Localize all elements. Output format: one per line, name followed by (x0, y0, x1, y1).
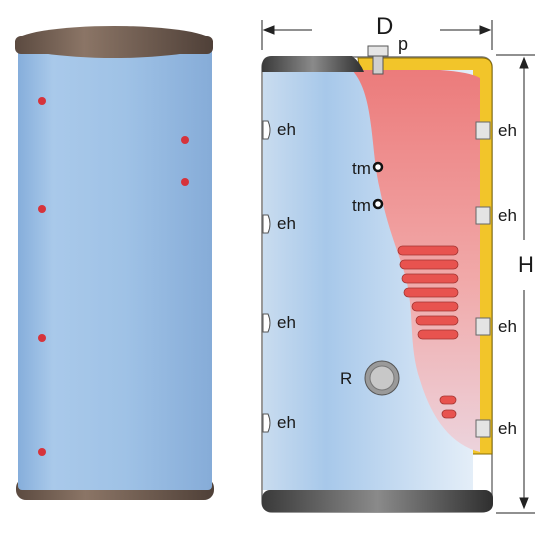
coil-turn (439, 395, 457, 405)
coil-turn (417, 329, 459, 340)
port-dot (181, 136, 189, 144)
section-top-cap (262, 56, 364, 72)
port-dot (38, 205, 46, 213)
port-dot (38, 448, 46, 456)
tank-body (18, 42, 212, 490)
coil-turn (411, 301, 459, 312)
eh-port-left (262, 413, 271, 433)
top-connector (367, 45, 389, 57)
eh-port-right (475, 206, 491, 225)
r-label: R (340, 369, 352, 388)
heating-coil (397, 245, 459, 419)
tm-sensor (372, 198, 384, 210)
tank-photo (15, 26, 214, 500)
top-connector-pipe (372, 55, 384, 75)
eh-port-left (262, 214, 271, 234)
eh-port-right (475, 317, 491, 336)
eh-label-left: eh (277, 120, 296, 139)
tm-label: tm (352, 159, 371, 178)
eh-label-right: eh (498, 206, 517, 225)
tank-port-dots (38, 97, 189, 456)
eh-port-right (475, 121, 491, 140)
coil-turn (441, 409, 457, 419)
r-port-inner (369, 365, 395, 391)
eh-port-right (475, 419, 491, 438)
height-label: H (518, 252, 534, 277)
eh-label-left: eh (277, 413, 296, 432)
port-dot (181, 178, 189, 186)
eh-port-left (262, 313, 271, 333)
eh-port-left (262, 120, 271, 140)
tank-top-rim (15, 36, 213, 54)
tm-sensor (372, 161, 384, 173)
height-dimension (496, 54, 535, 514)
arrow-right (479, 25, 492, 35)
coil-turn (415, 315, 459, 326)
diameter-label: D (376, 13, 393, 40)
eh-label-right: eh (498, 121, 517, 140)
arrow-left (262, 25, 275, 35)
right-eh-ports (475, 121, 491, 438)
eh-label-left: eh (277, 313, 296, 332)
port-dot (38, 334, 46, 342)
eh-label-left: eh (277, 214, 296, 233)
coil-turn (399, 259, 459, 270)
section-bottom-cap (262, 490, 493, 512)
arrow-top (519, 56, 529, 69)
diameter-dimension (261, 20, 493, 50)
eh-label-right: eh (498, 317, 517, 336)
port-dot (38, 97, 46, 105)
diameter-sub-label: p (398, 34, 408, 54)
tm-label: tm (352, 196, 371, 215)
eh-label-right: eh (498, 419, 517, 438)
coil-turn (397, 245, 459, 256)
arrow-bottom (519, 497, 529, 510)
left-eh-ports (262, 120, 271, 433)
coil-turn (401, 273, 459, 284)
coil-turn (403, 287, 459, 298)
cross-section: D p H eh eh eh eh eh eh eh eh tm tm R (261, 13, 535, 514)
